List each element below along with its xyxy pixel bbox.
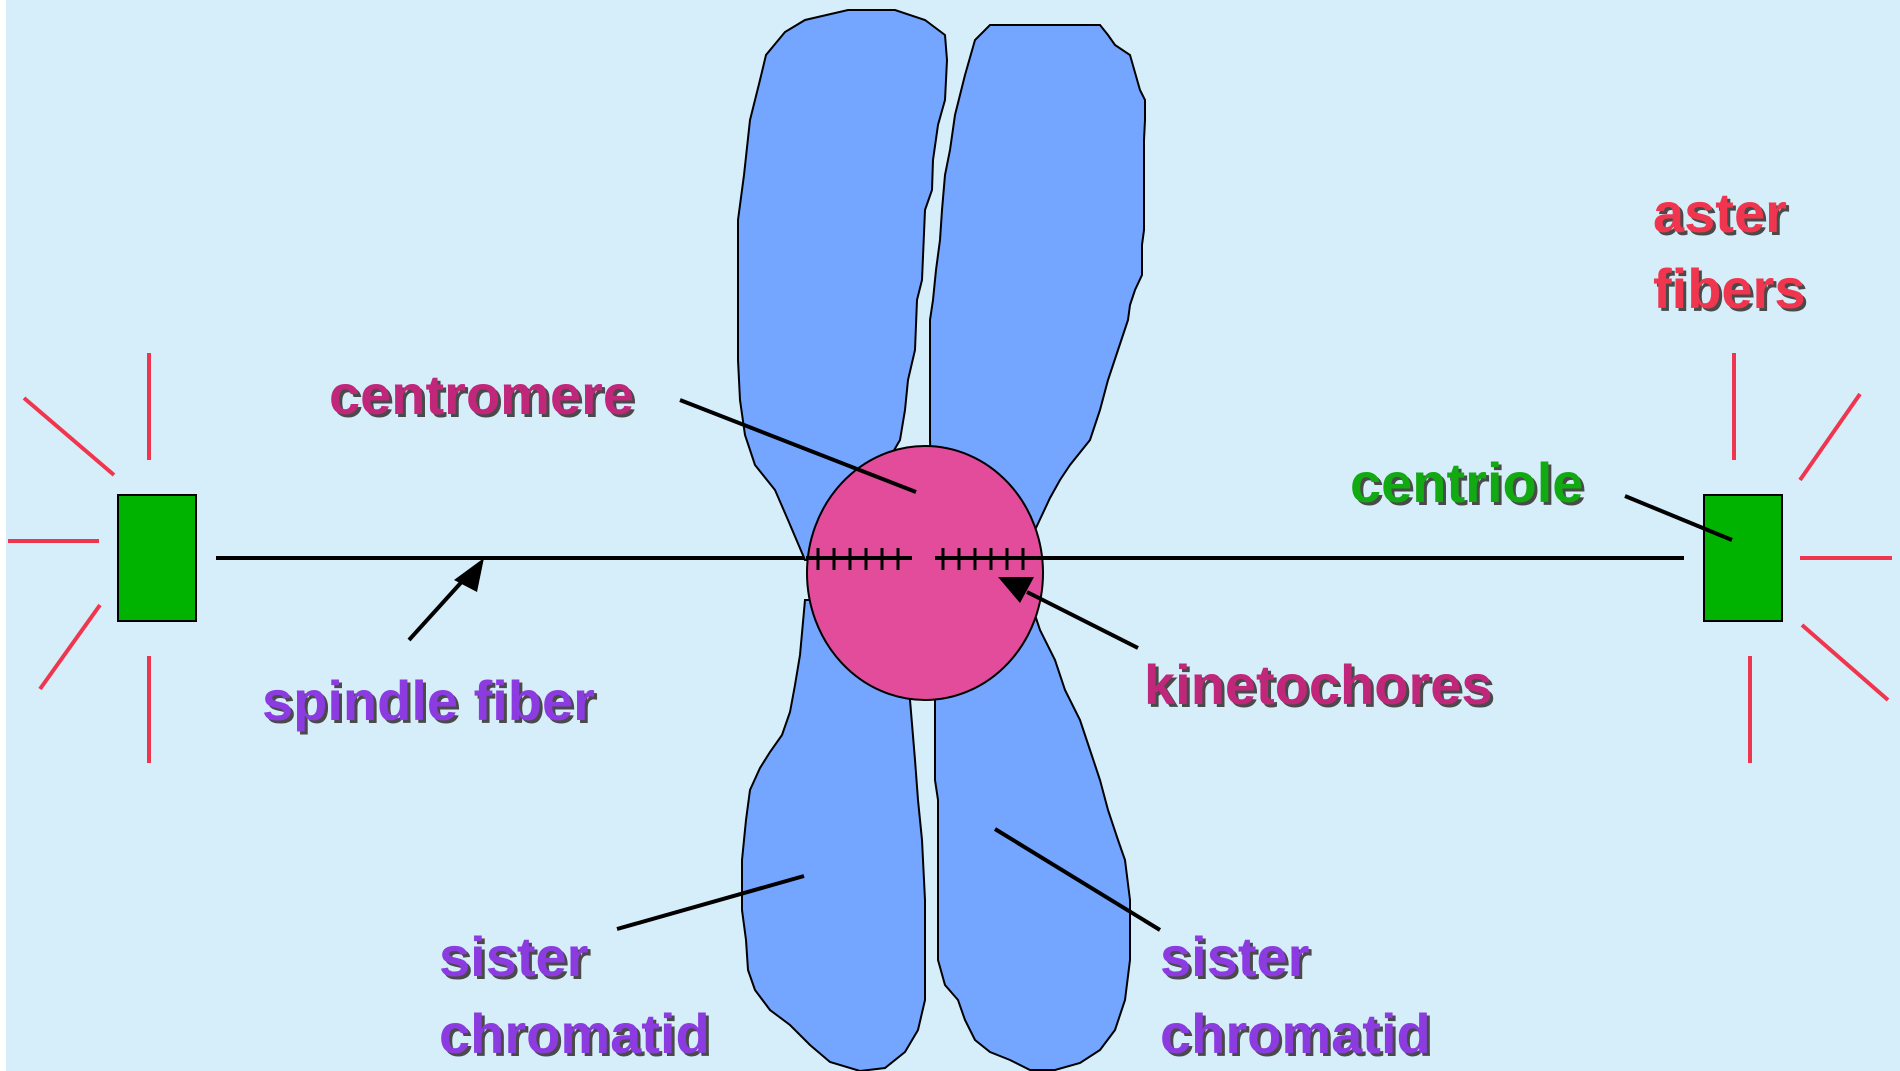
svg-text:kinetochores: kinetochores [1144,653,1493,716]
label-centriole: centriole centriole [1350,451,1586,517]
svg-text:spindle fiber: spindle fiber [262,669,595,732]
left-centriole [118,495,196,621]
label-kinetochores: kinetochores kinetochores [1144,653,1496,719]
right-centriole [1704,495,1782,621]
svg-text:centriole: centriole [1350,451,1583,514]
svg-text:sister: sister [1160,925,1309,988]
label-centromere: centromere centromere [329,363,637,429]
svg-text:fibers: fibers [1653,257,1806,320]
svg-text:sister: sister [439,925,588,988]
label-spindle-fiber: spindle fiber spindle fiber [262,669,598,735]
svg-text:aster: aster [1653,181,1787,244]
svg-text:centromere: centromere [329,363,634,426]
svg-text:chromatid: chromatid [439,1002,710,1065]
centromere-circle [807,446,1043,700]
svg-text:chromatid: chromatid [1160,1002,1431,1065]
